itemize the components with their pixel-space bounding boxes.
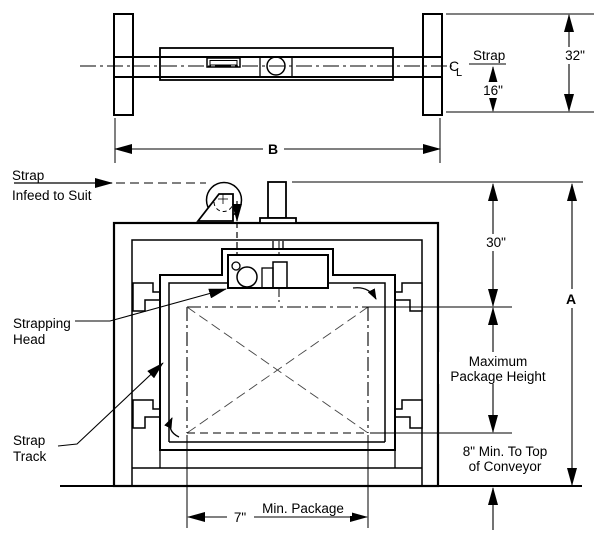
head-block-large [272, 261, 288, 289]
top-view-right-leg [422, 13, 443, 116]
dimension-30-label: 30" [486, 235, 506, 250]
dimension-a-bg [561, 289, 582, 308]
front-view: B Strap Infeed to Suit [12, 118, 583, 530]
clip-lower-left [132, 399, 161, 429]
top-view: 32" 16" Strap C L [80, 13, 594, 116]
pulley-bracket [196, 193, 234, 222]
strap-direction-arrow-top-right [352, 287, 377, 300]
splice-plate-inner [209, 60, 238, 66]
top-view-left-leg [113, 13, 134, 116]
dimension-b-label: B [268, 141, 278, 157]
strapping-head-leader [75, 288, 227, 322]
min-package-label: Min. Package [262, 501, 344, 516]
dimension-b-bg [263, 140, 284, 157]
dimension-32-bg [559, 47, 591, 64]
conveyor-clearance-label-2: of Conveyor [469, 459, 542, 474]
top-post-base [259, 217, 297, 224]
strap-track-leader [57, 362, 164, 447]
conveyor-clearance-bg [451, 443, 563, 475]
strapping-head-label-1: Strapping [13, 316, 71, 331]
strap-track-inner [168, 282, 386, 443]
head-small-roller [231, 261, 241, 271]
min-package-bg [256, 501, 352, 516]
top-view-track-housing [159, 47, 394, 81]
strap-infeed-label-2: Infeed to Suit [12, 188, 92, 203]
max-package-label-1: Maximum [469, 354, 528, 369]
conveyor-clearance-label-1: 8" Min. To Top [463, 444, 548, 459]
dimension-a-label: A [566, 291, 576, 307]
dimension-30-bg [480, 234, 513, 251]
hidden-strap-arc [213, 201, 234, 212]
dimension-7-bg [227, 510, 254, 525]
top-post [267, 181, 287, 219]
strap-track-label-1: Strap [13, 433, 45, 448]
head-large-roller [236, 266, 258, 288]
strapping-head-label-2: Head [13, 332, 45, 347]
dimension-16-bg [478, 82, 509, 98]
clip-upper-left [132, 282, 161, 312]
dimension-32-label: 32" [565, 48, 585, 63]
max-package-bg [439, 352, 561, 384]
dimension-7-label: 7" [234, 510, 247, 525]
splice-plate-outer [206, 57, 241, 68]
centerline-symbol-c: C [449, 58, 459, 74]
strap-track-outer [159, 248, 396, 451]
centerline-symbol-l: L [456, 67, 462, 79]
clip-lower-right [394, 399, 423, 429]
strap-track-label-2: Track [13, 449, 46, 464]
top-strap-label: Strap [473, 48, 505, 63]
strap-infeed-label-1: Strap [12, 168, 44, 183]
strap-direction-arrow-bottom-left [164, 417, 180, 438]
strapping-head-body [227, 254, 329, 289]
max-package-label-2: Package Height [450, 369, 546, 384]
package-diagonal-2 [186, 306, 369, 434]
dimension-16-label: 16" [483, 83, 503, 98]
